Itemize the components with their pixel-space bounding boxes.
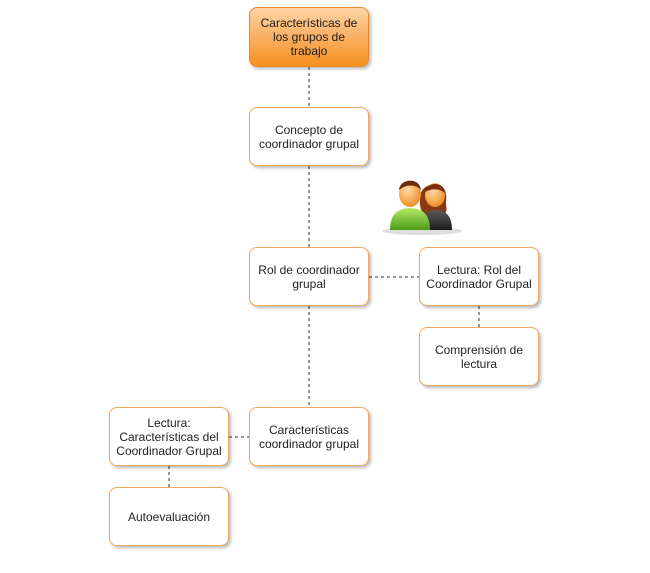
node-label: Rol de coordinador grupal — [258, 262, 360, 291]
node-label: Lectura: Características del Coordinador… — [116, 415, 222, 458]
node-label: Concepto de coordinador grupal — [258, 122, 360, 151]
users-icon — [382, 180, 462, 235]
node-comprension-lectura[interactable]: Comprensión de lectura — [419, 327, 539, 386]
node-lectura-caracteristicas[interactable]: Lectura: Características del Coordinador… — [109, 407, 229, 466]
node-label: Autoevaluación — [127, 509, 211, 524]
node-autoevaluacion[interactable]: Autoevaluación — [109, 487, 229, 546]
node-label: Lectura: Rol del Coordinador Grupal — [426, 262, 532, 291]
node-label: Características de los grupos de trabajo — [260, 16, 358, 58]
node-caracteristicas-coordinador[interactable]: Características coordinador grupal — [249, 407, 369, 466]
node-lectura-rol[interactable]: Lectura: Rol del Coordinador Grupal — [419, 247, 539, 306]
node-caracteristicas-grupos-trabajo[interactable]: Características de los grupos de trabajo — [249, 7, 369, 67]
node-label: Características coordinador grupal — [258, 422, 360, 451]
node-concepto-coordinador[interactable]: Concepto de coordinador grupal — [249, 107, 369, 166]
node-label: Comprensión de lectura — [434, 342, 524, 371]
node-rol-coordinador[interactable]: Rol de coordinador grupal — [249, 247, 369, 306]
